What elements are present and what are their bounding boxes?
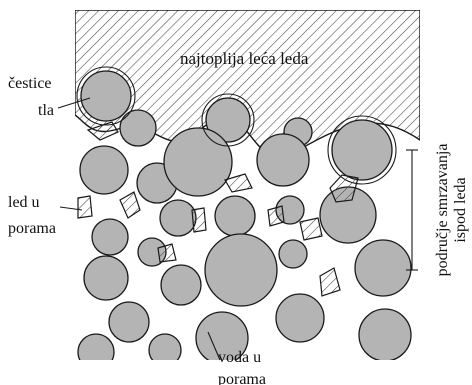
soil-particle [109, 302, 149, 342]
soil-particle [120, 110, 156, 146]
ice-in-pores-label-line1: led u [8, 194, 40, 211]
soil-particle [160, 200, 196, 236]
freezing-zone-label-line2: ispod leda [452, 177, 469, 242]
pore-ice [158, 244, 176, 262]
soil-particle [78, 334, 114, 370]
water-in-pores-label-line1: voda u [218, 349, 261, 366]
soil-particle [92, 219, 128, 255]
soil-particle [81, 71, 131, 121]
pore-ice [78, 196, 92, 218]
ice-lens-label: najtoplija leća leda [180, 49, 309, 68]
soil-particle [84, 256, 128, 300]
soil-particle [279, 240, 307, 268]
soil-particle [359, 309, 411, 361]
soil-particle [149, 334, 181, 366]
soil-particle [276, 294, 324, 342]
pore-ice [300, 218, 322, 240]
soil-particles-label-line2: tla [38, 102, 54, 119]
soil-particle [80, 146, 128, 194]
soil-particle [164, 128, 232, 196]
soil-particle [215, 196, 255, 236]
pore-ice [268, 206, 284, 226]
pore-ice [320, 268, 340, 296]
freezing-zone-label-line1: područje smrzavanja [434, 144, 451, 277]
water-in-pores-label-line2: porama [218, 371, 266, 385]
pore-ice [120, 192, 140, 218]
soil-particle [332, 120, 392, 180]
soil-particle [257, 134, 309, 186]
soil-particles-label-line1: čestice [8, 75, 52, 92]
ice-in-pores-label-line2: porama [8, 220, 56, 237]
soil-particle [205, 234, 277, 306]
soil-particle [161, 265, 201, 305]
pore-ice [192, 208, 206, 232]
soil-particle [355, 240, 411, 296]
